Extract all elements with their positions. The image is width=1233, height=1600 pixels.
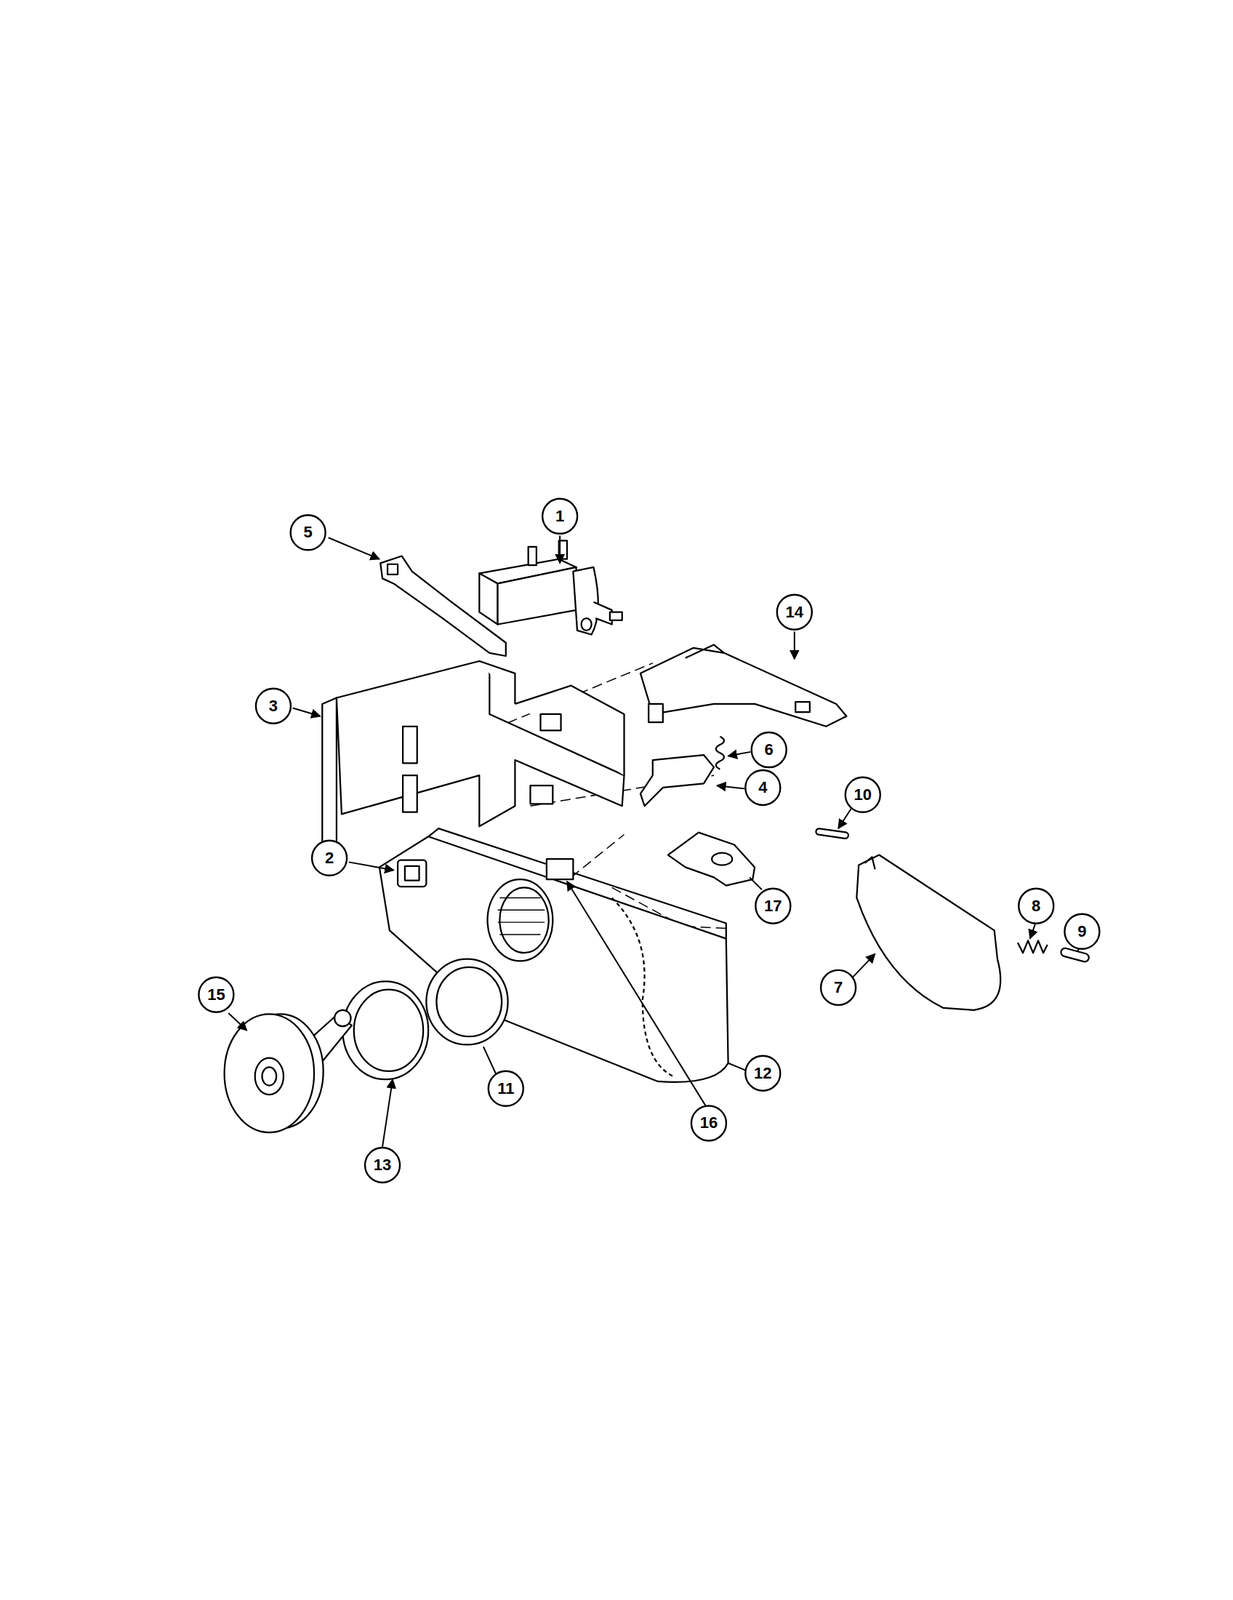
bracket [380, 556, 506, 656]
callout-number: 6 [764, 741, 774, 758]
callout-number: 8 [1031, 897, 1041, 914]
callout-number: 17 [764, 897, 782, 914]
slot [387, 564, 398, 575]
dispenser-housing [379, 828, 729, 1082]
callout-number: 2 [324, 849, 334, 866]
ring [426, 958, 508, 1045]
callout-number: 9 [1077, 923, 1087, 940]
switch [479, 540, 622, 634]
callout-number: 3 [268, 697, 278, 714]
pin [1059, 947, 1090, 963]
callout-circle [542, 498, 578, 534]
callout-circle [845, 777, 881, 813]
callout-circle [755, 888, 791, 924]
callout-circle [1018, 888, 1054, 924]
callout-circle [691, 1105, 727, 1140]
callout-number: 7 [833, 979, 843, 996]
spring [716, 736, 725, 770]
callout-number: 4 [758, 779, 767, 796]
callout-circle [364, 1147, 400, 1183]
callout-circle [1064, 913, 1100, 949]
callout-circle [820, 969, 856, 1005]
callout-circle [745, 1055, 781, 1091]
callout-number: 11 [497, 1080, 514, 1097]
cam [668, 832, 755, 886]
callout-circle [290, 514, 326, 550]
spring [1017, 940, 1048, 953]
callout-circle [255, 688, 291, 724]
callout-number: 14 [785, 604, 804, 621]
clip-ring [342, 980, 429, 1079]
lever [640, 647, 847, 727]
callout-number: 15 [207, 986, 225, 1003]
callout-number: 12 [753, 1065, 772, 1082]
callout-number: 13 [373, 1156, 392, 1173]
callout-circle [488, 1070, 524, 1106]
knob [224, 1009, 352, 1132]
callout-number: 16 [700, 1114, 718, 1131]
pin [815, 828, 850, 839]
callout-number: 1 [555, 508, 565, 525]
mounting-bracket [322, 660, 624, 849]
callout-circle [751, 732, 787, 767]
callout-circle [198, 977, 234, 1012]
callout-circle [777, 594, 813, 630]
callout-circle [745, 769, 781, 805]
leader-line [228, 535, 1079, 1146]
callout-circles [198, 498, 1100, 1183]
catch [640, 754, 714, 806]
callout-circle [311, 840, 347, 876]
door [856, 854, 1001, 1010]
callout-number: 10 [854, 786, 872, 803]
callout-number: 5 [303, 524, 313, 541]
